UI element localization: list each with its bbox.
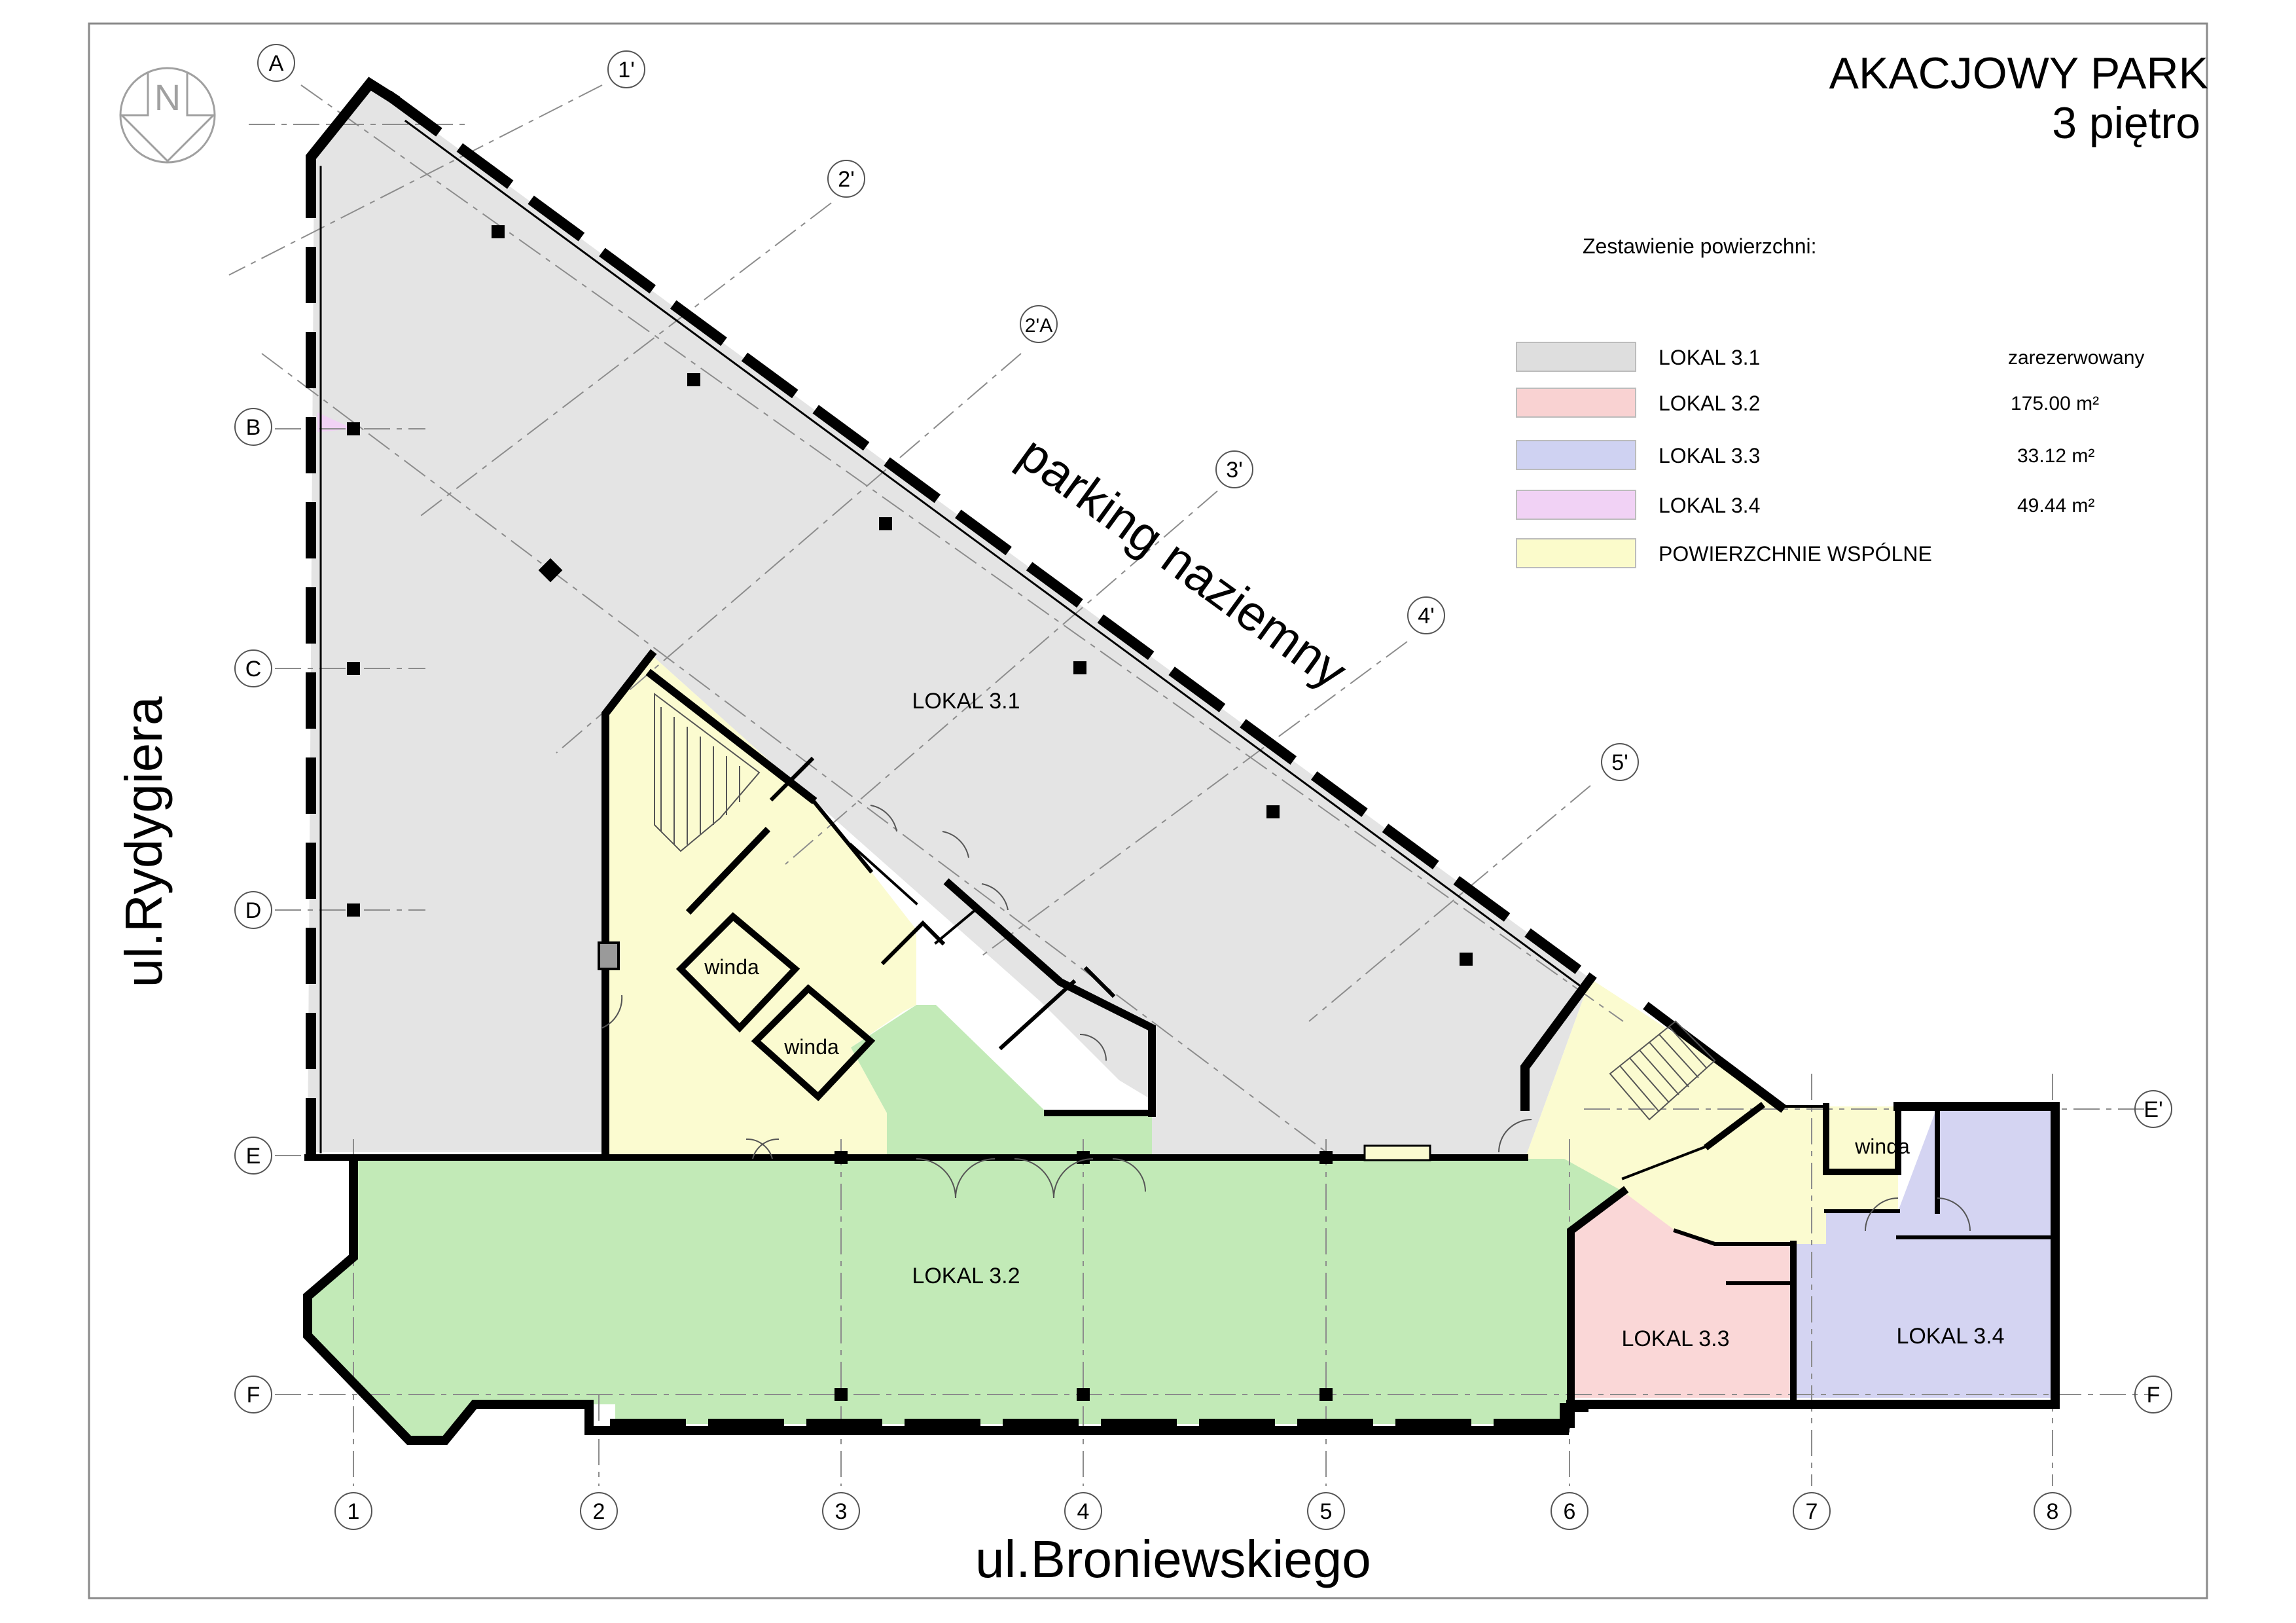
sanitary-area[interactable] [851,1005,1152,1159]
lokal-34-marker [317,412,353,432]
axis-diag-5-label: 5' [1611,750,1628,775]
legend-swatch [1516,388,1636,418]
axis-diag-2a-label: 2'A [1025,315,1052,337]
project-title: AKACJOWY PARK [1829,48,2208,98]
axis-row-b-label: B [246,415,261,440]
legend-heading: Zestawienie powierzchni: [1583,234,1817,258]
legend-label: LOKAL 3.1 [1659,346,1761,369]
legend-swatch [1516,342,1636,372]
common-area-core[interactable] [605,655,916,1159]
legend-swatch [1516,490,1636,520]
legend-swatch [1516,538,1636,568]
legend-item-lokal-33: LOKAL 3.3 33.12 m² [1516,440,2203,470]
legend-item-lokal-32: LOKAL 3.2 175.00 m² [1516,388,2203,418]
axis-col-5-label: 5 [1320,1499,1333,1524]
legend-item-lokal-31: LOKAL 3.1 zarezerwowany [1516,342,2203,372]
legend-label: LOKAL 3.2 [1659,392,1761,415]
axis-row-f-right-label: F [2147,1383,2161,1408]
north-arrow-icon: N [119,67,216,164]
axis-col-7-label: 7 [1806,1499,1818,1524]
street-left-label: ul.Rydygiera [115,696,173,988]
axis-diag-2-label: 2' [838,167,854,192]
door-swings [601,805,1971,1231]
stairs-west [654,693,761,852]
walls [303,77,2060,1445]
street-bottom-label: ul.Broniewskiego [975,1530,1371,1588]
axis-row-c-label: C [245,657,262,682]
axis-row-e-prime-label: E' [2144,1097,2162,1122]
axis-row-a [257,44,295,82]
legend-label: LOKAL 3.3 [1659,444,1761,467]
axis-diag-4-label: 4' [1418,604,1434,629]
axis-col-6-label: 6 [1564,1499,1576,1524]
elevator-2-label: winda [783,1035,839,1059]
floor-title: 3 piętro [2052,98,2200,148]
axis-col-2-label: 2 [593,1499,605,1524]
elevator-3-label: winda [1854,1135,1910,1158]
axis-row-f-label: F [247,1383,260,1408]
axis-diag-3-label: 3' [1226,458,1242,483]
axis-col-8-label: 8 [2047,1499,2059,1524]
legend-value: 175.00 m² [2011,393,2100,414]
axis-row-e-label: E [246,1144,261,1169]
lokal-32-area[interactable] [308,1159,1623,1440]
lokal-33-label: LOKAL 3.3 [1621,1326,1729,1351]
legend-value: 49.44 m² [2017,495,2095,517]
north-label: N [154,77,181,118]
legend-value: 33.12 m² [2017,445,2095,467]
stairs-east [1609,1020,1716,1121]
legend-label: LOKAL 3.4 [1659,494,1761,517]
lokal-33-area[interactable] [1571,1192,1793,1398]
legend-value: zarezerwowany [2008,347,2145,369]
drawing-frame [88,22,2208,1599]
axis-col-4-label: 4 [1077,1499,1090,1524]
axis-row-d-label: D [245,898,262,923]
vent-shaft [1363,1144,1431,1161]
axis-col-3-label: 3 [835,1499,848,1524]
lokal-34-area[interactable] [1793,1106,2055,1398]
lokal-31-label: LOKAL 3.1 [912,689,1020,714]
legend-item-common: POWIERZCHNIE WSPÓLNE [1516,538,2203,568]
legend-item-lokal-34: LOKAL 3.4 49.44 m² [1516,490,2203,520]
axis-col-1-label: 1 [348,1499,360,1524]
common-area-east[interactable] [1525,979,1898,1244]
axis-row-a-label: A [269,51,284,76]
lokal-34-label: LOKAL 3.4 [1896,1324,2004,1349]
elevator-1-label: winda [704,955,759,979]
axis-bubbles: A B C D E F E' F 1 2 3 4 5 6 7 8 1' 2' [234,44,2172,1530]
lokal-31-area[interactable] [308,84,1590,1159]
legend-swatch [1516,440,1636,470]
lokal-32-label: LOKAL 3.2 [912,1264,1020,1288]
axis-diag-1-label: 1' [618,58,634,82]
legend-label: POWIERZCHNIE WSPÓLNE [1659,542,1932,566]
